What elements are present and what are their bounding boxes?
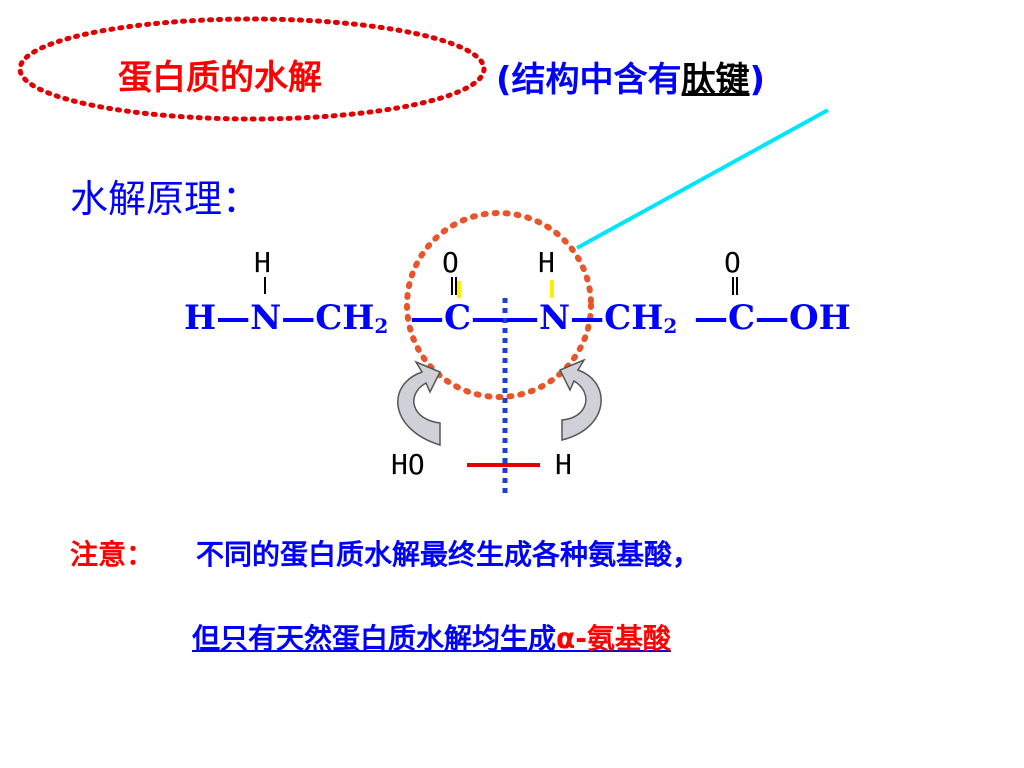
formula-top-o1: O [442,246,459,279]
right-curved-arrow [558,358,602,441]
water-ho: HO [391,448,425,481]
chain-mid-text: —C——N—CH [410,298,664,338]
subtitle-close: ) [749,60,766,100]
subtitle: (结构中含有肽键) [496,52,765,101]
formula-chain-mid: —C——N—CH2 [410,298,677,346]
principle-label: 水解原理： [70,177,261,221]
title-ellipse [17,16,487,122]
pointer-line [576,108,829,250]
water-h: H [555,448,572,481]
formula-chain-right: —C—OH [694,298,851,338]
formula-chain-left: H—N—CH2 [184,298,388,346]
formula-top-o2: O [724,246,741,279]
chain-sub1: 2 [374,314,389,338]
note-line2-main: 但只有天然蛋白质水解均生成 [192,622,557,655]
left-curved-arrow [397,360,442,447]
formula-top-h2: H [538,246,555,279]
peptide-bond-label: 肽键 [681,60,750,100]
chain-left-text: H—N—CH [184,298,375,338]
subtitle-open: (结构中含有 [496,60,682,100]
note-line2-red: α-氨基酸 [556,622,671,655]
note-line2: 但只有天然蛋白质水解均生成α-氨基酸 [192,617,671,657]
note-label: 注意： [70,538,155,571]
page-title: 蛋白质的水解 [118,58,322,98]
note-text: 不同的蛋白质水解最终生成各种氨基酸， [196,538,701,571]
chain-sub2: 2 [663,314,678,338]
peptide-bond-circle [404,210,594,400]
formula-top-h1: H [254,246,271,279]
